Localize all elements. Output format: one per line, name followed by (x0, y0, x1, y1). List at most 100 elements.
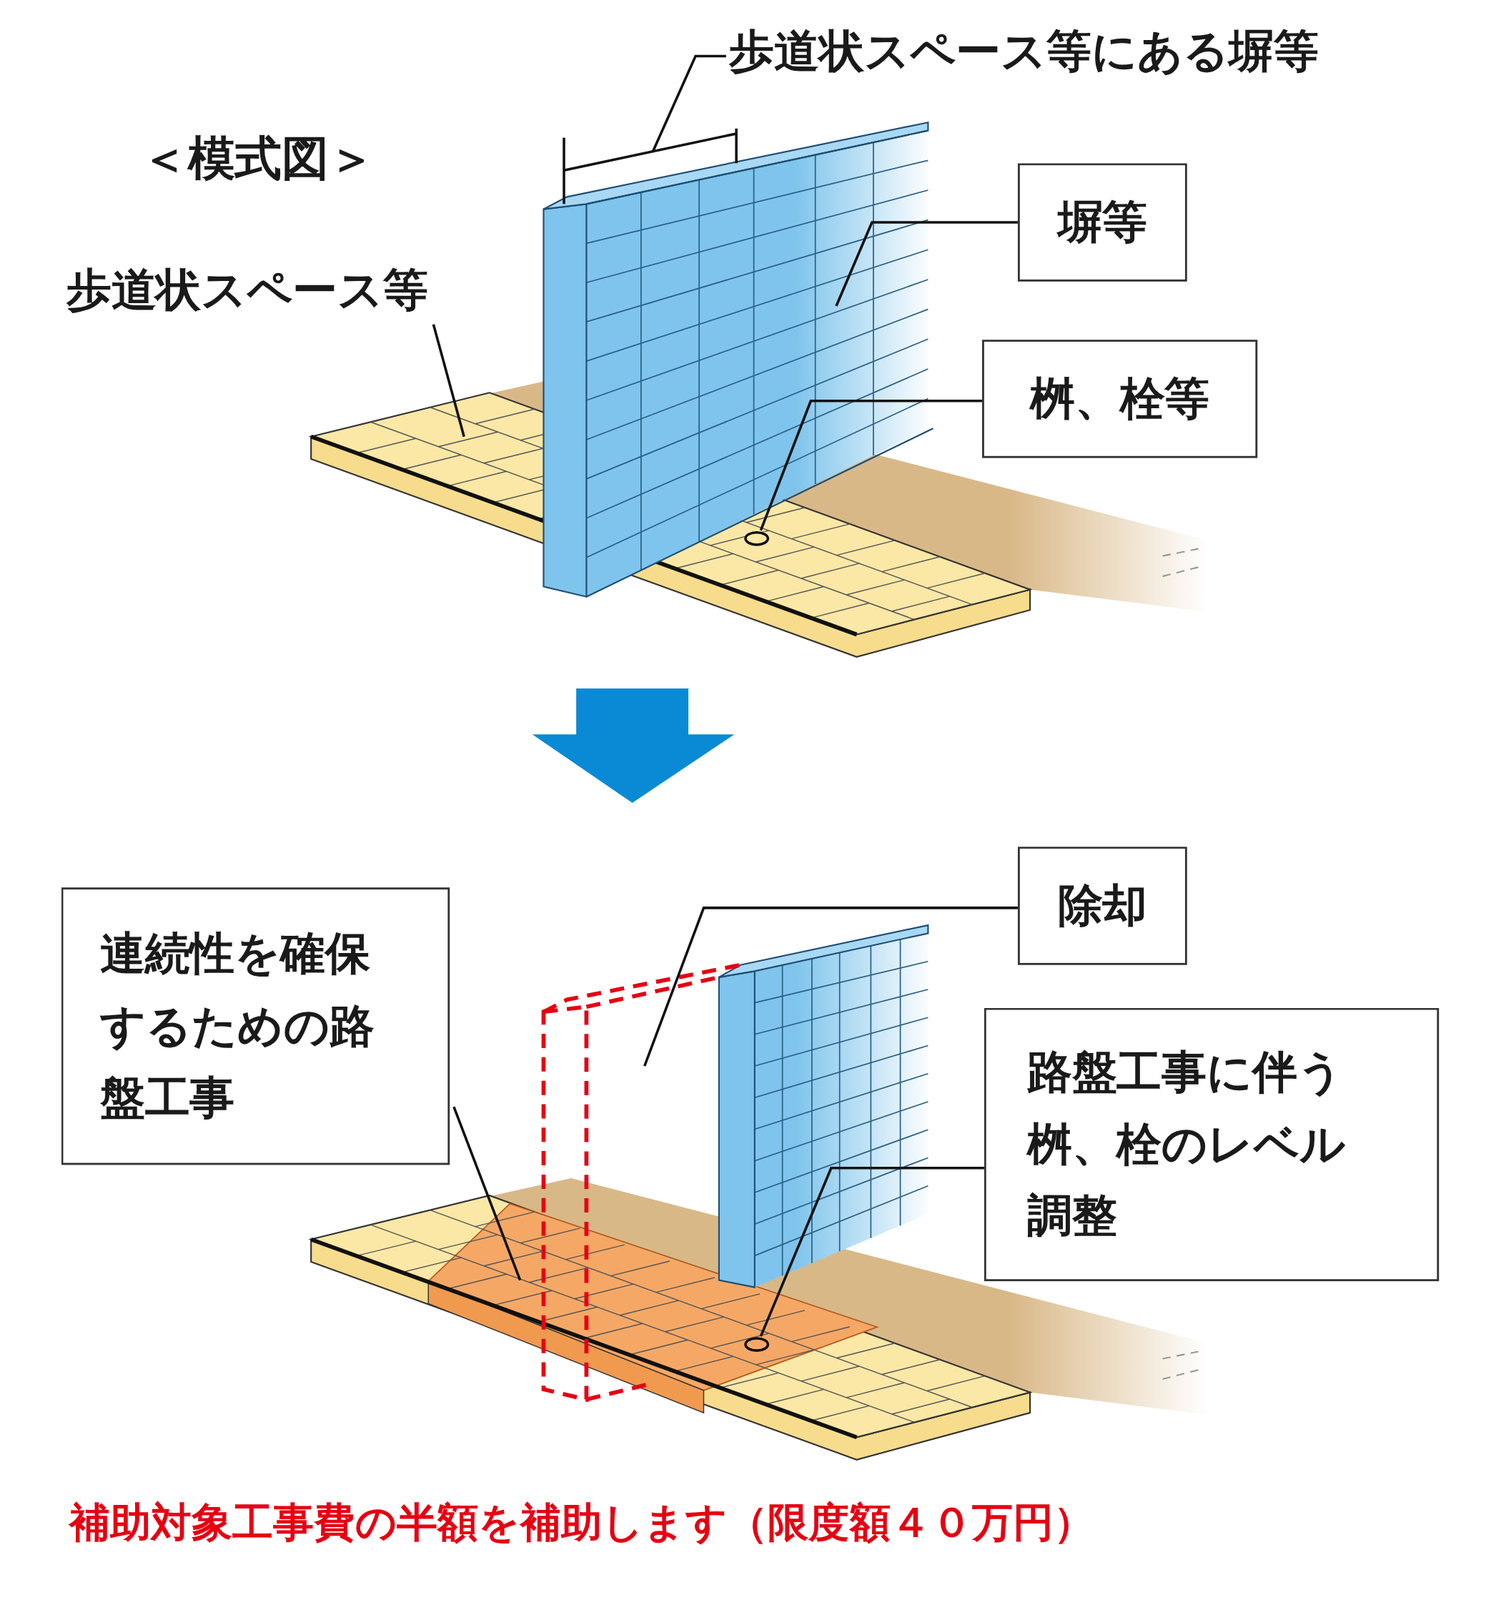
grid-stroke (755, 1349, 815, 1365)
grid-stroke (754, 1017, 929, 1066)
manhole (745, 532, 768, 545)
grid-stroke (811, 603, 870, 619)
down-arrow (532, 688, 735, 803)
grid-stroke (701, 1293, 760, 1309)
grid-stroke (628, 1339, 688, 1355)
wall-grid (586, 142, 928, 570)
grid-stroke (583, 1323, 643, 1339)
part-label: 歩道状スペース等 (66, 263, 429, 317)
grid-stroke (586, 279, 928, 401)
wall-end (719, 970, 755, 1287)
grid-stroke (846, 579, 905, 595)
wall-grid (754, 939, 929, 1276)
grid-stroke (586, 220, 928, 323)
wall-edge (586, 130, 928, 205)
grid-stroke (574, 1283, 634, 1299)
box-text: 連続性を確保 するための路 盤工事 (100, 918, 411, 1134)
grid-stroke (927, 573, 985, 589)
grid-stroke (791, 523, 850, 539)
grid-stroke (899, 939, 902, 1226)
wall-face (754, 933, 929, 1288)
walkway (310, 1195, 1030, 1437)
leader-lines (433, 55, 1018, 1336)
label-box: 連続性を確保 するための路 盤工事 (61, 887, 451, 1165)
grid-stroke (754, 1185, 929, 1256)
label-box: 桝、栓等 (982, 339, 1258, 459)
grid-stroke (791, 1326, 850, 1342)
fade-dashes (1162, 548, 1199, 577)
grid-stroke (520, 1227, 580, 1243)
grid-stroke (565, 1244, 625, 1260)
grid-stroke (882, 1359, 940, 1375)
box-text: 桝、栓等 (994, 363, 1246, 435)
diagram-caption: 補助対象工事費の半額を補助します（限度額４０万円） (69, 1497, 1095, 1547)
grid-stroke (447, 471, 507, 487)
grid-stroke (765, 1388, 824, 1404)
grid-stroke (882, 556, 940, 572)
label-box: 塀等 (1017, 162, 1188, 282)
grid-stroke (619, 1300, 679, 1316)
grid-stroke (720, 569, 779, 585)
wall-top (719, 924, 928, 978)
grid-stroke (356, 1240, 416, 1256)
grid-stroke (814, 155, 817, 484)
label-box: 除却 (1017, 846, 1188, 965)
grid-stroke (839, 952, 841, 1251)
grid-stroke (586, 398, 928, 558)
grid-stroke (438, 431, 499, 447)
grid-stroke (765, 586, 824, 602)
grid-stroke (836, 1343, 895, 1359)
label-box: 路盤工事に伴う 桝、栓のレベル 調整 (984, 1007, 1439, 1281)
grid-stroke (611, 1260, 670, 1276)
grid-stroke (801, 563, 860, 579)
grid-stroke (698, 179, 700, 542)
manhole (745, 1338, 768, 1351)
grid-stroke (720, 1372, 779, 1388)
grid-stroke (836, 540, 895, 556)
grid-stroke (528, 1267, 589, 1283)
box-text: 除却 (1029, 869, 1176, 942)
grid-stroke (586, 368, 928, 519)
box-text: 塀等 (1029, 186, 1176, 259)
grid-stroke (401, 1257, 462, 1273)
grid-stroke (356, 438, 416, 453)
grid-stroke (755, 546, 815, 562)
grid-stroke (927, 1375, 985, 1391)
wall-end (543, 203, 587, 597)
grid-stroke (401, 454, 462, 470)
grid-stroke (746, 1310, 805, 1326)
grid-stroke (754, 1101, 929, 1161)
grid-stroke (586, 249, 928, 361)
grid-stroke (438, 1234, 499, 1250)
grid-stroke (754, 1073, 929, 1130)
grid-stroke (869, 945, 872, 1238)
grid-stroke (586, 190, 928, 283)
grid-stroke (846, 1382, 905, 1398)
grid-stroke (811, 1405, 870, 1421)
grid-stroke (753, 167, 755, 514)
diagram-title: ＜模式図＞ (140, 130, 376, 188)
wall-face (586, 130, 928, 597)
grid-stroke (892, 1398, 950, 1414)
grid-stroke (754, 1044, 929, 1098)
grid-stroke (754, 989, 929, 1035)
grid-stroke (892, 596, 950, 612)
grid-stroke (665, 1316, 725, 1332)
grid-stroke (801, 1365, 860, 1381)
grid-stroke (640, 192, 642, 570)
grid-stroke (586, 338, 928, 479)
grid-stroke (586, 309, 928, 440)
grid-stroke (674, 1355, 734, 1371)
grid-stroke (674, 553, 734, 569)
grid-stroke (475, 1211, 535, 1226)
grid-stroke (656, 1277, 715, 1293)
grid-stroke (586, 160, 928, 244)
grid-stroke (430, 1210, 973, 1408)
walkway-tiles (356, 1210, 985, 1423)
box-text: 路盤工事に伴う 桝、栓のレベル 調整 (1027, 1036, 1374, 1252)
grid-stroke (447, 1273, 507, 1289)
wall-edge (586, 428, 933, 597)
grid-stroke (475, 408, 535, 424)
